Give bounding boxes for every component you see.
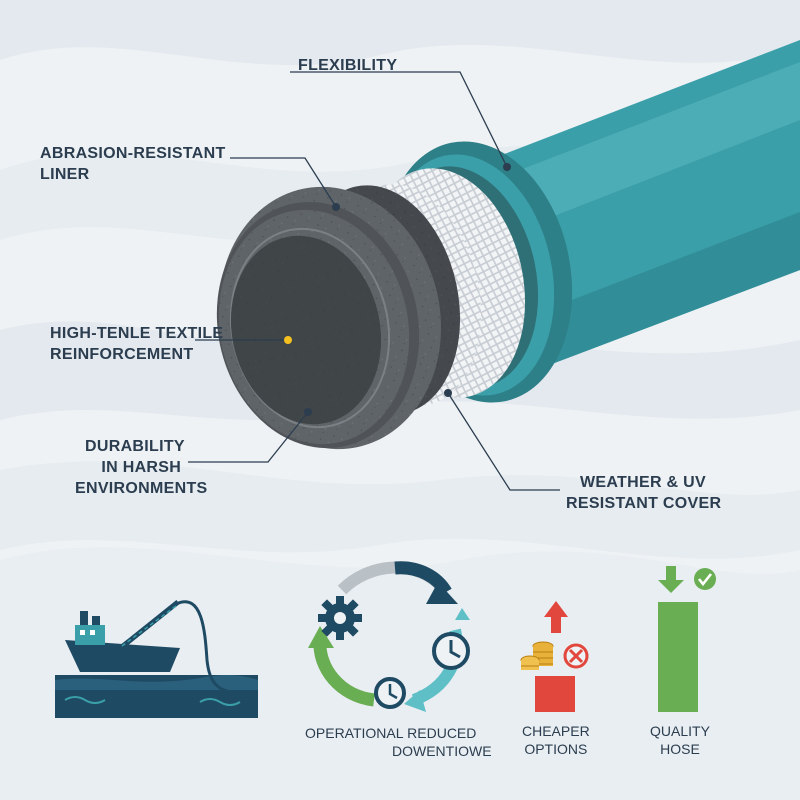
caption-quality-hose: QUALITY HOSE <box>650 722 710 758</box>
label-abrasion-resistant-liner: ABRASION-RESISTANT LINER <box>40 143 226 185</box>
label-abrasion-line1: ABRASION-RESISTANT <box>40 145 226 162</box>
caption-operational: OPERATIONAL <box>305 724 404 742</box>
label-flexibility: FLEXIBILITY <box>298 55 397 76</box>
gear-icon <box>318 596 362 640</box>
caption-cheaper-line2: OPTIONS <box>524 741 588 757</box>
arrow-up-icon <box>544 601 568 633</box>
caption-operational-text: OPERATIONAL <box>305 725 404 741</box>
caption-quality-line1: QUALITY <box>650 723 710 739</box>
caption-reduced-downtime: REDUCED DOWENTIOWE <box>392 724 492 760</box>
coins-icon <box>520 641 554 670</box>
label-textile-line2: REINFORCEMENT <box>50 346 194 363</box>
arrow-down-icon <box>658 566 684 593</box>
caption-cheaper-options: CHEAPER OPTIONS <box>522 722 590 758</box>
cross-icon <box>563 643 589 669</box>
label-durability-line1: DURABILITY <box>85 438 185 455</box>
label-durability: DURABILITY IN HARSH ENVIRONMENTS <box>75 436 208 499</box>
caption-reduced-line2: DOWENTIOWE <box>392 743 492 759</box>
label-durability-line3: ENVIRONMENTS <box>75 480 208 497</box>
hose <box>216 40 800 450</box>
caption-quality-line2: HOSE <box>660 741 700 757</box>
callout-dots <box>284 163 511 416</box>
label-abrasion-line2: LINER <box>40 166 90 183</box>
cheaper-bar <box>535 676 575 712</box>
check-icon <box>694 568 716 590</box>
quality-bar <box>658 602 698 712</box>
label-weather-uv-cover: WEATHER & UV RESISTANT COVER <box>566 472 721 514</box>
label-textile-line1: HIGH-TENLE TEXTILE <box>50 325 224 342</box>
callout-lines <box>188 71 560 491</box>
caption-cheaper-line1: CHEAPER <box>522 723 590 739</box>
label-flexibility-text: FLEXIBILITY <box>298 57 398 74</box>
ship-icon <box>55 600 258 718</box>
label-weather-line2: RESISTANT COVER <box>566 495 722 512</box>
label-durability-line2: IN HARSH <box>101 459 182 476</box>
label-textile-reinforcement: HIGH-TENLE TEXTILE REINFORCEMENT <box>50 323 223 365</box>
caption-reduced-line1: REDUCED <box>407 725 477 741</box>
clock-icon <box>374 632 470 709</box>
label-weather-line1: WEATHER & UV <box>580 474 706 491</box>
